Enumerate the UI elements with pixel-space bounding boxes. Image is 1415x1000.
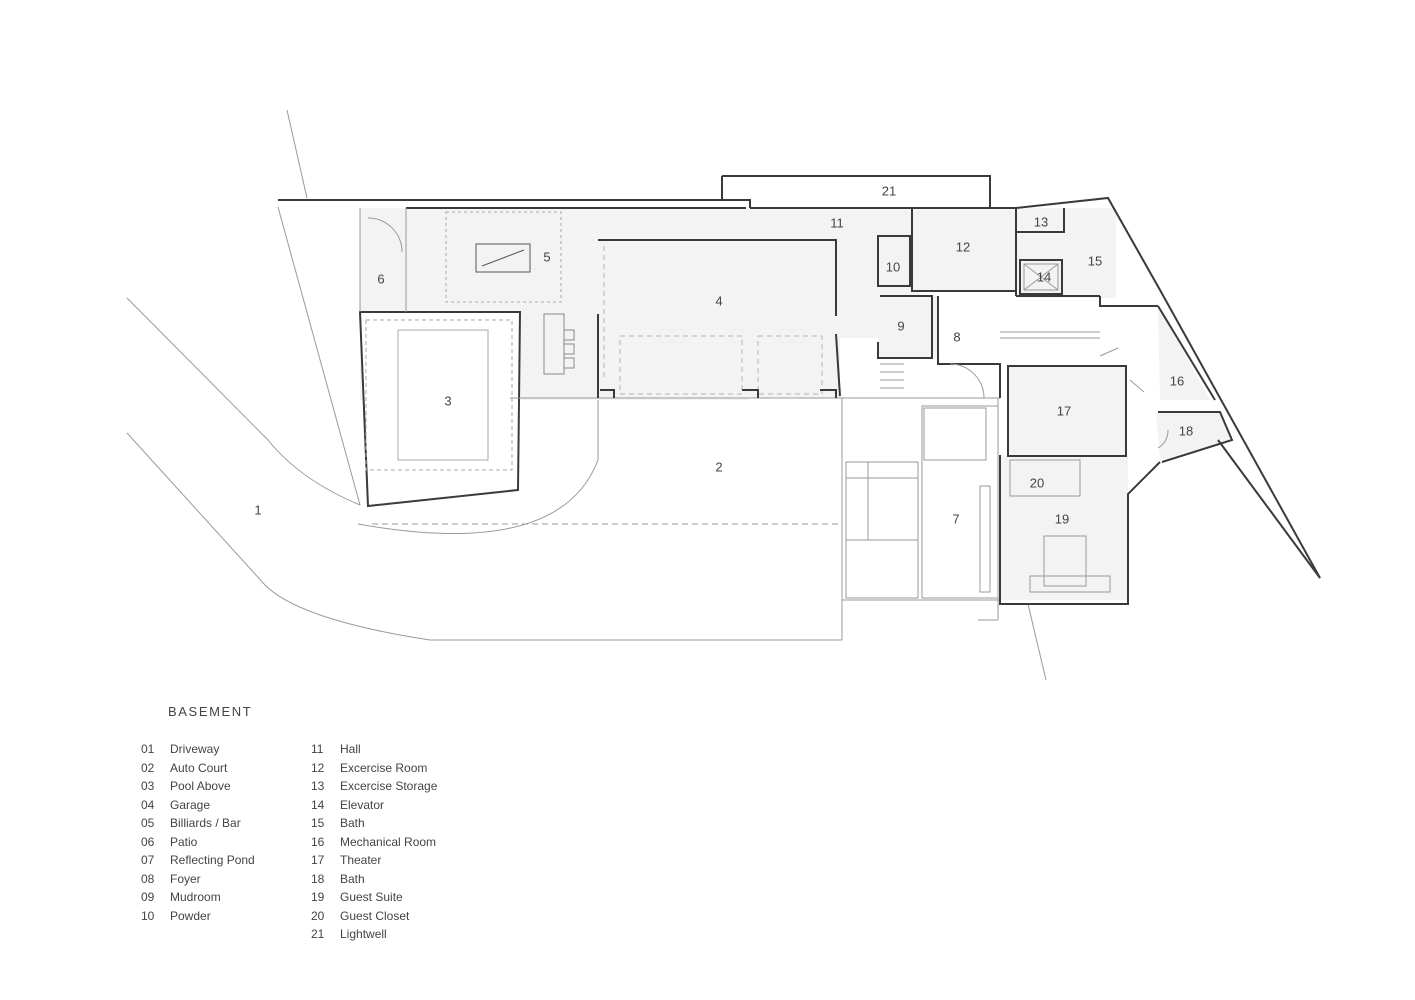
room-label-7: 7 [952,511,959,526]
pool-above [358,311,522,508]
room-label-14: 14 [1037,269,1051,284]
room-label-1: 1 [254,502,261,517]
room-label-21: 21 [882,183,896,198]
room-label-17: 17 [1057,403,1071,418]
room-label-15: 15 [1088,253,1102,268]
room-label-8: 8 [953,329,960,344]
walls [278,175,1321,605]
room-label-19: 19 [1055,511,1069,526]
room-label-11: 11 [830,215,844,230]
room-label-2: 2 [715,459,722,474]
room-label-3: 3 [444,393,451,408]
billiards-table-icon [445,211,562,303]
interior-details [359,208,1169,593]
room-label-10: 10 [886,259,900,274]
reflecting-pond [921,398,999,621]
room-label-5: 5 [543,249,550,264]
room-label-18: 18 [1179,423,1193,438]
room-label-9: 9 [897,318,904,333]
room-label-12: 12 [956,239,970,254]
room-label-20: 20 [1030,475,1044,490]
plan-title: BASEMENT [168,704,253,719]
bar-counter [543,313,575,375]
room-label-16: 16 [1170,373,1184,388]
room-label-13: 13 [1034,214,1048,229]
garage-door-outlines [603,246,823,395]
room-label-4: 4 [715,293,722,308]
auto-court [372,397,1000,640]
room-label-6: 6 [377,271,384,286]
room-numbers: 1 2 3 4 5 6 7 8 9 10 11 12 13 14 15 16 1… [254,183,1193,526]
